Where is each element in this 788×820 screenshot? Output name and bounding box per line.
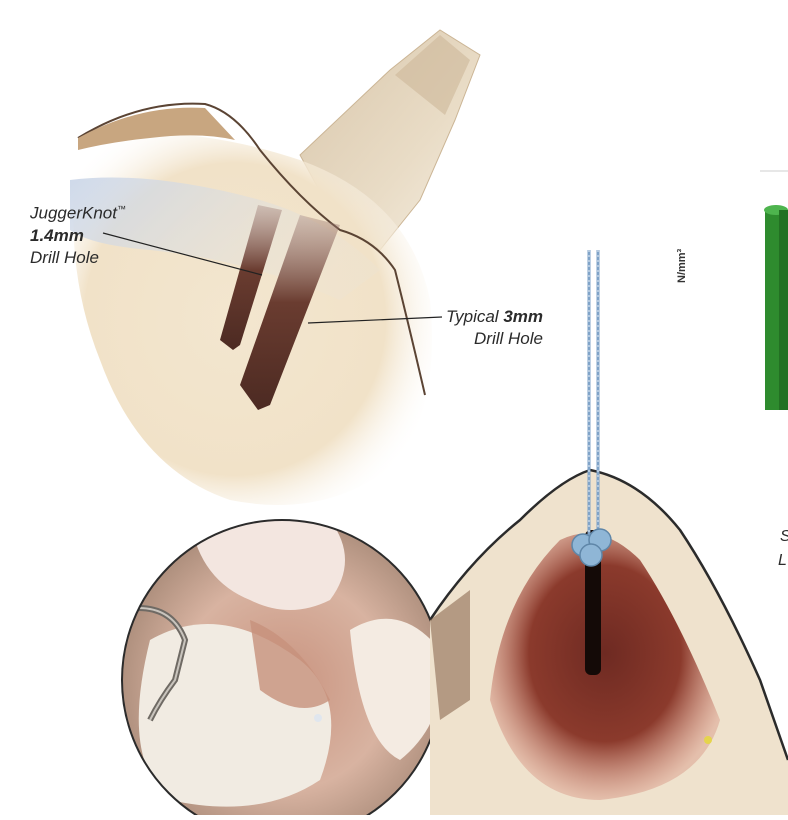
juggerknot-name: JuggerKnot [30, 204, 117, 223]
partial-letter-l: L [778, 552, 787, 570]
arthroscopic-view [110, 510, 460, 815]
chart-bar-fragment [764, 205, 788, 410]
unit-label: N/mm³ [676, 249, 688, 283]
typical-desc: Drill Hole [474, 329, 543, 348]
trademark-mark: ™ [117, 204, 126, 214]
typical-prefix: Typical [446, 307, 503, 326]
partial-letter-s: S [780, 528, 788, 546]
typical-label: Typical 3mm Drill Hole [446, 306, 543, 350]
juggerknot-desc: Drill Hole [30, 248, 99, 267]
juggerknot-label: JuggerKnot™ 1.4mm Drill Hole [30, 198, 126, 269]
juggerknot-size: 1.4mm [30, 226, 84, 245]
typical-size: 3mm [503, 307, 543, 326]
